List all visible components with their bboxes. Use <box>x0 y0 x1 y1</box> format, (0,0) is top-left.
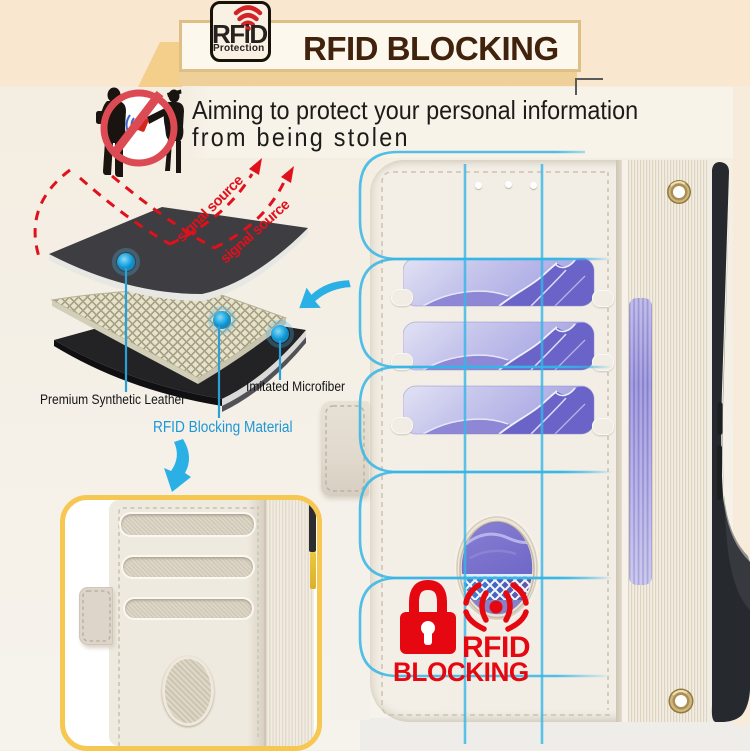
svg-text:signal source: signal source <box>218 197 294 267</box>
